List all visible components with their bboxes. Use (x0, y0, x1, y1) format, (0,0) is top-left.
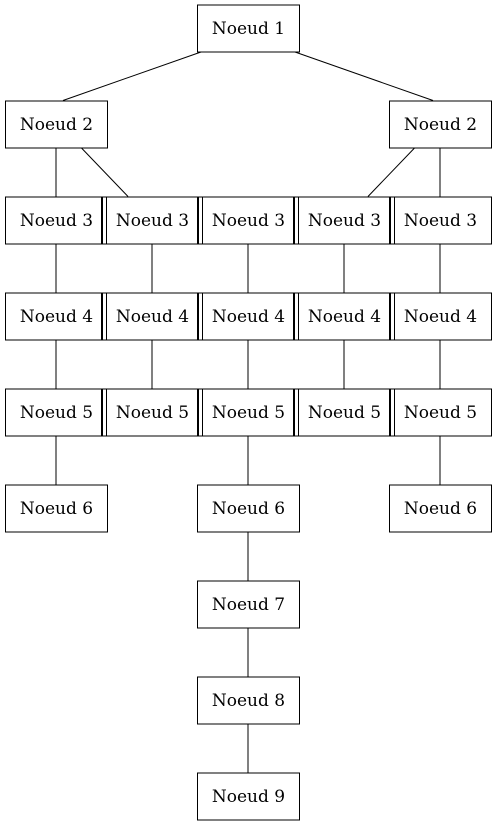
node-label: Noeud 1 (212, 19, 285, 39)
node-label: Noeud 4 (308, 307, 381, 327)
node-box (197, 580, 300, 629)
node-box (293, 196, 396, 245)
node-label: Noeud 8 (212, 691, 285, 711)
node-label: Noeud 5 (212, 403, 285, 423)
node-n4b: Noeud 4 (101, 292, 204, 341)
node-box (197, 4, 300, 53)
node-label: Noeud 4 (116, 307, 189, 327)
node-label: Noeud 2 (404, 115, 477, 135)
node-n5e: Noeud 5 (389, 388, 492, 437)
node-n4c: Noeud 4 (197, 292, 300, 341)
node-n5a: Noeud 5 (5, 388, 108, 437)
edge-n2a-n3b (80, 147, 129, 197)
node-box (197, 292, 300, 341)
node-n1: Noeud 1 (197, 4, 300, 53)
node-box (197, 484, 300, 533)
node-n3e: Noeud 3 (389, 196, 492, 245)
node-box (197, 676, 300, 725)
node-label: Noeud 4 (404, 307, 477, 327)
node-label: Noeud 3 (404, 211, 477, 231)
node-box (5, 484, 108, 533)
node-n5c: Noeud 5 (197, 388, 300, 437)
node-label: Noeud 5 (116, 403, 189, 423)
node-label: Noeud 3 (308, 211, 381, 231)
node-box (197, 772, 300, 821)
node-label: Noeud 9 (212, 787, 285, 807)
node-label: Noeud 5 (308, 403, 381, 423)
node-box (389, 388, 492, 437)
node-label: Noeud 5 (20, 403, 93, 423)
node-label: Noeud 7 (212, 595, 285, 615)
node-n6c: Noeud 6 (389, 484, 492, 533)
node-label: Noeud 6 (212, 499, 285, 519)
node-n7: Noeud 7 (197, 580, 300, 629)
node-box (101, 292, 204, 341)
node-n4a: Noeud 4 (5, 292, 108, 341)
node-box (101, 388, 204, 437)
node-n8: Noeud 8 (197, 676, 300, 725)
node-box (389, 292, 492, 341)
edges-layer (55, 51, 441, 773)
node-box (389, 100, 492, 149)
node-box (293, 292, 396, 341)
node-n2b: Noeud 2 (389, 100, 492, 149)
node-label: Noeud 3 (116, 211, 189, 231)
node-label: Noeud 3 (212, 211, 285, 231)
node-box (5, 388, 108, 437)
node-n4d: Noeud 4 (293, 292, 396, 341)
node-box (101, 196, 204, 245)
node-box (197, 388, 300, 437)
node-label: Noeud 6 (404, 499, 477, 519)
node-label: Noeud 5 (404, 403, 477, 423)
node-n3a: Noeud 3 (5, 196, 108, 245)
node-label: Noeud 6 (20, 499, 93, 519)
node-n2a: Noeud 2 (5, 100, 108, 149)
edge-n1-n2b (294, 51, 434, 101)
node-n6b: Noeud 6 (197, 484, 300, 533)
node-n3b: Noeud 3 (101, 196, 204, 245)
node-n4e: Noeud 4 (389, 292, 492, 341)
node-n5d: Noeud 5 (293, 388, 396, 437)
node-box (197, 196, 300, 245)
node-label: Noeud 3 (20, 211, 93, 231)
node-n5b: Noeud 5 (101, 388, 204, 437)
node-n6a: Noeud 6 (5, 484, 108, 533)
node-label: Noeud 2 (20, 115, 93, 135)
node-n3c: Noeud 3 (197, 196, 300, 245)
node-label: Noeud 4 (20, 307, 93, 327)
node-box (5, 100, 108, 149)
edge-n2b-n3d (367, 147, 416, 197)
nodes-layer: Noeud 1 Noeud 2 Noeud 2 Noeud 3 Noeud 3 Noeud… (5, 4, 492, 821)
edge-n1-n2a (62, 51, 202, 101)
node-n3d: Noeud 3 (293, 196, 396, 245)
node-n9: Noeud 9 (197, 772, 300, 821)
node-label: Noeud 4 (212, 307, 285, 327)
node-box (389, 484, 492, 533)
node-box (5, 196, 108, 245)
node-box (389, 196, 492, 245)
